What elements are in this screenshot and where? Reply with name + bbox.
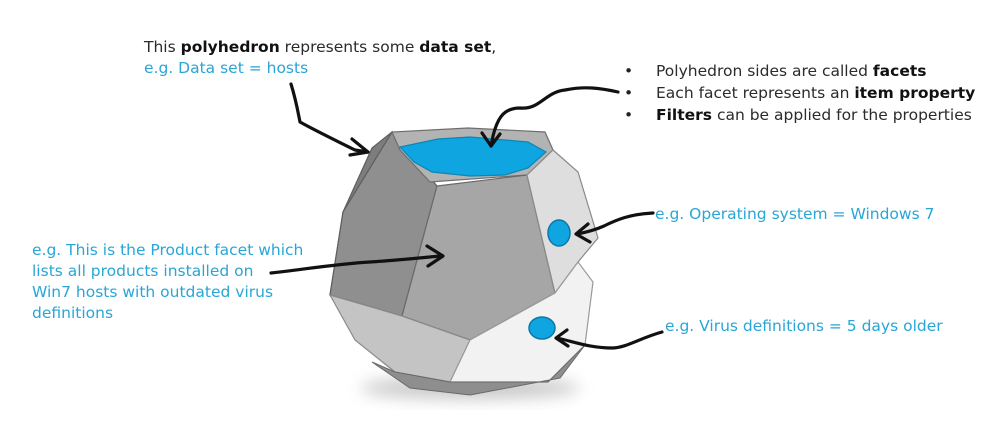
product-facet-annotation: e.g. This is the Product facet which lis… xyxy=(32,240,303,324)
top-annotation-text: This xyxy=(144,38,181,56)
arrow-product-head xyxy=(425,244,445,268)
facet-top-selected xyxy=(398,136,548,177)
bullet-bold-text: facets xyxy=(872,62,927,80)
arrow-top-note xyxy=(289,82,370,154)
arrow-os xyxy=(575,211,655,236)
virus-filter-dot xyxy=(528,316,556,340)
arrow-top-note-head xyxy=(348,137,370,157)
os-filter-dot xyxy=(547,219,571,247)
arrow-os-head xyxy=(574,222,592,244)
arrow-virus-head xyxy=(554,328,570,348)
bullet-item: Each facet represents an item property xyxy=(620,82,975,104)
top-annotation-example: e.g. Data set = hosts xyxy=(144,59,309,77)
product-annotation-line: e.g. This is the Product facet which xyxy=(32,241,304,259)
virus-annotation: e.g. Virus definitions = 5 days older xyxy=(665,317,943,335)
top-annotation: This polyhedron represents some data set… xyxy=(144,37,496,79)
arrow-bullets xyxy=(489,86,620,148)
top-annotation-bold-polyhedron: polyhedron xyxy=(180,38,280,56)
os-annotation: e.g. Operating system = Windows 7 xyxy=(655,205,935,223)
product-annotation-line: lists all products installed on xyxy=(32,262,254,280)
product-annotation-line: Win7 hosts with outdated virus xyxy=(32,283,274,301)
top-annotation-bold-dataset: data set xyxy=(419,38,492,56)
bullet-bold-text: item property xyxy=(854,84,976,102)
facet-bullet-list: Polyhedron sides are called facets Each … xyxy=(620,60,975,126)
bullet-text: can be applied for the properties xyxy=(712,106,972,124)
bullet-item: Filters can be applied for the propertie… xyxy=(620,104,975,126)
arrow-virus xyxy=(555,330,664,350)
top-annotation-text: , xyxy=(491,38,497,56)
top-annotation-text: represents some xyxy=(279,38,420,56)
bullet-text: Polyhedron sides are called xyxy=(656,62,873,80)
top-annotation-line1: This polyhedron represents some data set… xyxy=(144,37,496,58)
arrow-bullets-head xyxy=(480,131,502,148)
bullet-bold-text: Filters xyxy=(656,106,713,124)
bullet-item: Polyhedron sides are called facets xyxy=(620,60,975,82)
arrow-product xyxy=(269,254,442,275)
product-annotation-line: definitions xyxy=(32,304,114,322)
bullet-text: Each facet represents an xyxy=(656,84,855,102)
